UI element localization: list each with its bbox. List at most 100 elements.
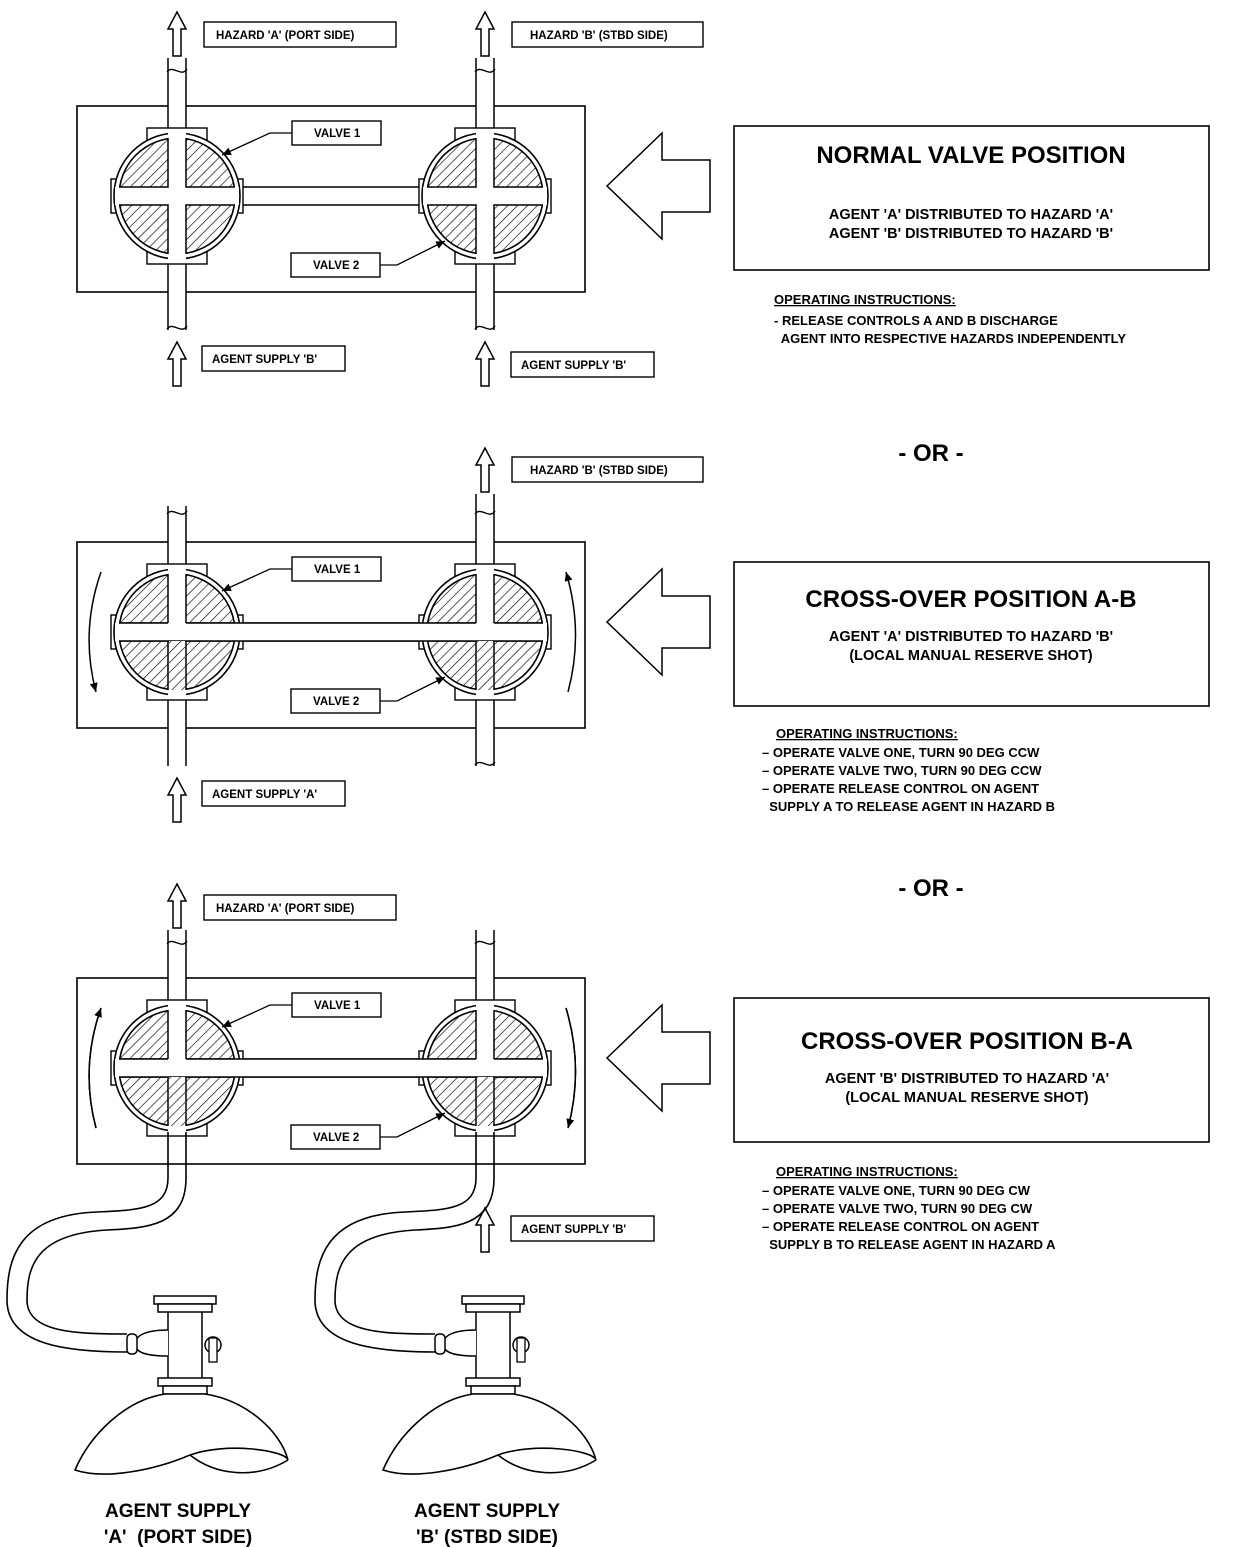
flexible-hose [314,1132,477,1353]
valve1-label-box [291,120,382,146]
crossover-ba-line1: AGENT 'B' DISTRIBUTED TO HAZARD 'A' [825,1071,1109,1087]
normal-title: NORMAL VALVE POSITION [816,142,1125,169]
crossover-ba-title: CROSS-OVER POSITION B-A [801,1028,1133,1055]
pipe-lower-1 [167,260,187,330]
supply-left-flow-arrow [166,340,188,387]
ab-instructions-heading: OPERATING INSTRUCTIONS: [776,726,958,741]
supply-b-flow-arrow-ba [474,1206,496,1253]
ab-instruction-4: SUPPLY A TO RELEASE AGENT IN HAZARD B [762,799,1055,814]
pipe-lower-2 [475,260,495,330]
crossover-ba-line2: (LOCAL MANUAL RESERVE SHOT) [845,1090,1088,1106]
flexible-hose [6,1132,169,1353]
normal-line1: AGENT 'A' DISTRIBUTED TO HAZARD 'A' [829,207,1113,223]
hazard-b-label: HAZARD 'B' (STBD SIDE) [530,30,668,42]
ab-instruction-3: – OPERATE RELEASE CONTROL ON AGENT [762,781,1039,796]
valve2-label-box [290,252,381,278]
supply-left-label: AGENT SUPPLY 'B' [212,354,317,366]
valve-1 [110,127,244,265]
rotation-arrow-left [88,571,102,693]
or-separator-2: - OR - [898,875,963,902]
crossover-ab-line2: (LOCAL MANUAL RESERVE SHOT) [849,648,1092,664]
normal-instruction-2: AGENT INTO RESPECTIVE HAZARDS INDEPENDEN… [774,331,1126,346]
ba-instruction-4: SUPPLY B TO RELEASE AGENT IN HAZARD A [762,1237,1056,1252]
supply-a-flow-arrow-ab [166,776,188,823]
cylinder-valve-cap [153,1295,217,1305]
valve2-label-ba: VALVE 2 [313,1132,359,1144]
pipe-break [166,325,188,330]
rotation-arrow-right [564,571,577,693]
cylinder-valve-cap [461,1295,525,1305]
supply-label-box-ba [510,1215,655,1242]
normal-drawing [76,10,711,387]
crossover-ba-drawing [76,882,711,1253]
ba-instructions-heading: OPERATING INSTRUCTIONS: [776,1164,958,1179]
pipe-break [166,940,188,945]
crossover-ab-section: HAZARD 'B' (STBD SIDE) VALVE 1 VALVE 2 A… [201,456,1210,814]
agent-cylinder [381,1393,597,1475]
valve2-label-box-ba [290,1124,381,1150]
position-indicator-arrow [605,1003,711,1113]
pipe-break [474,940,496,945]
agent-supply-b-cylinder [314,1132,597,1475]
pipe-break [166,68,188,73]
valve2-label-box-ab [290,688,381,714]
crossover-ba-title-box [733,997,1210,1143]
left-cylinder-caption-line2: 'A' (PORT SIDE) [104,1527,252,1547]
normal-instructions-heading: OPERATING INSTRUCTIONS: [774,292,956,307]
ab-instruction-1: – OPERATE VALVE ONE, TURN 90 DEG CCW [762,745,1040,760]
supply-label-ab: AGENT SUPPLY 'A' [212,789,317,801]
pipe-break [474,68,496,73]
pipe-break [474,325,496,330]
supply-label-ba: AGENT SUPPLY 'B' [521,1224,626,1236]
hazard-a-flow-arrow-ba [166,882,188,929]
crossover-ba-section: HAZARD 'A' (PORT SIDE) VALVE 1 VALVE 2 A… [203,894,1210,1252]
hazard-a-label: HAZARD 'A' (PORT SIDE) [216,30,355,42]
valve2-leader [380,676,446,702]
ba-instruction-1: – OPERATE VALVE ONE, TURN 90 DEG CW [762,1183,1031,1198]
supply-label-box-ab [201,780,346,807]
supply-left-label-box [201,345,346,372]
supply-right-label-box [510,351,655,378]
valve1-leader [221,132,292,156]
pipe-upper-2 [475,494,495,568]
valve1-leader [221,568,292,592]
pipe-lower-2 [475,696,495,766]
valve1-label: VALVE 1 [314,128,361,140]
right-cylinder-caption-line2: 'B' (STBD SIDE) [416,1527,558,1547]
ab-instruction-2: – OPERATE VALVE TWO, TURN 90 DEG CCW [762,763,1042,778]
pipe-break [474,761,496,766]
hazard-a-label-box-ba [203,894,397,921]
hazard-a-label-ba: HAZARD 'A' (PORT SIDE) [216,903,355,915]
hazard-b-label-ab: HAZARD 'B' (STBD SIDE) [530,465,668,477]
supply-right-flow-arrow [474,340,496,387]
hazard-b-label-box-ab [511,456,704,483]
valve1-label-ab: VALVE 1 [314,564,361,576]
cylinder-inlet [442,1329,477,1357]
position-indicator-arrow [605,567,711,677]
valve2-leader [380,1112,446,1138]
normal-section: HAZARD 'A' (PORT SIDE) HAZARD 'B' (STBD … [201,21,1210,378]
hazard-a-flow-arrow [166,10,188,57]
cylinder-valve-body [475,1312,511,1378]
hazard-b-flow-arrow [474,10,496,57]
pipe-break [474,510,496,515]
cylinder-valve-body [167,1312,203,1378]
valve-2 [418,127,552,265]
valve2-leader [380,240,446,266]
crossover-ab-line1: AGENT 'A' DISTRIBUTED TO HAZARD 'B' [829,629,1113,645]
position-indicator-arrow [605,131,711,241]
ba-instruction-2: – OPERATE VALVE TWO, TURN 90 DEG CW [762,1201,1033,1216]
valve2-label-ab: VALVE 2 [313,696,359,708]
valve2-label: VALVE 2 [313,260,359,272]
crossover-pipe [241,186,421,206]
normal-line2: AGENT 'B' DISTRIBUTED TO HAZARD 'B' [829,226,1113,242]
ba-instruction-3: – OPERATE RELEASE CONTROL ON AGENT [762,1219,1039,1234]
agent-cylinder [73,1393,289,1475]
valve1-label-ba: VALVE 1 [314,1000,361,1012]
pipe-lower-1 [167,696,187,766]
normal-instruction-1: - RELEASE CONTROLS A AND B DISCHARGE [774,313,1058,328]
hazard-b-flow-arrow-ab [474,446,496,493]
right-cylinder-caption-line1: AGENT SUPPLY [414,1501,560,1522]
hazard-b-label-box [511,21,704,48]
